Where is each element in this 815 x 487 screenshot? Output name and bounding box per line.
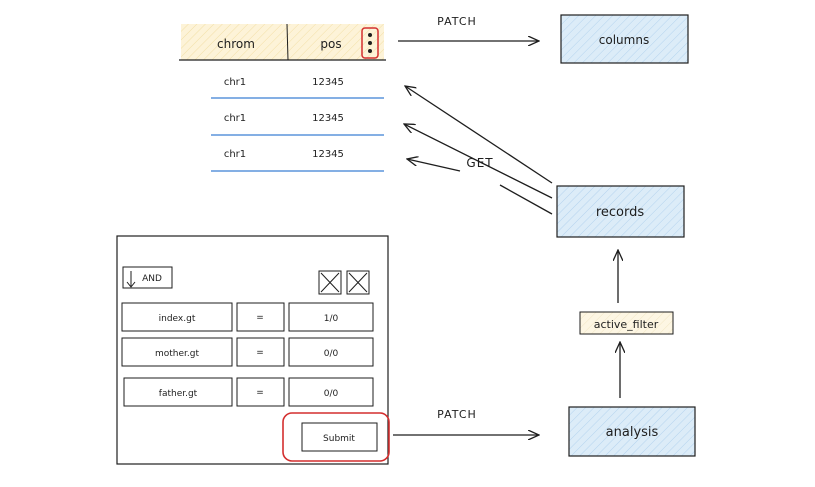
submit-button-label: Submit xyxy=(323,434,355,444)
table-header-divider xyxy=(286,23,289,61)
node-analysis-box xyxy=(568,406,696,457)
column-menu-button[interactable] xyxy=(361,27,379,59)
filter-field-value: mother.gt xyxy=(155,349,199,359)
logic-operator-label: AND xyxy=(142,274,162,284)
column-header-pos: pos xyxy=(320,37,341,51)
node-columns-box xyxy=(560,14,689,64)
filter-field-input[interactable] xyxy=(121,302,233,332)
logic-operator-box xyxy=(122,266,173,289)
filter-field-input[interactable] xyxy=(121,337,233,367)
table-row: chr1 12345 xyxy=(211,149,384,172)
node-records-label: records xyxy=(596,205,645,220)
logic-operator-select[interactable]: AND xyxy=(122,266,173,289)
filter-field-value: father.gt xyxy=(159,389,198,399)
submit-button-box xyxy=(301,422,378,452)
checkbox-1-box xyxy=(318,270,342,295)
table-header-background xyxy=(181,24,384,60)
filter-value-input[interactable] xyxy=(288,302,374,332)
table-cell-chrom: chr1 xyxy=(224,77,246,88)
filter-operator-value: = xyxy=(256,313,264,323)
filter-operator-value: = xyxy=(256,348,264,358)
filter-operator-select[interactable] xyxy=(236,337,285,367)
kebab-menu-icon xyxy=(368,33,372,37)
filter-value-text: 0/0 xyxy=(324,349,339,359)
filter-operator-select[interactable] xyxy=(236,302,285,332)
filter-field-value: index.gt xyxy=(159,314,196,324)
table-cell-pos: 12345 xyxy=(312,77,344,88)
checkbox-1[interactable] xyxy=(318,270,342,295)
filter-operator-select[interactable] xyxy=(236,377,285,407)
kebab-menu-icon-dot xyxy=(368,49,372,53)
filter-value-text: 1/0 xyxy=(324,314,339,324)
node-columns-label: columns xyxy=(599,33,649,47)
submit-button-highlight xyxy=(282,412,390,462)
checkbox-x-icon xyxy=(320,272,340,293)
edge-patch-columns-label: PATCH xyxy=(437,15,477,28)
checkbox-2[interactable] xyxy=(346,270,370,295)
edge-get-label: GET xyxy=(466,156,493,170)
node-analysis: analysis xyxy=(568,406,696,457)
column-menu-highlight xyxy=(361,27,379,59)
filter-panel: AND index.gt = 1/0 mother.gt = 0/0 xyxy=(116,235,390,465)
column-header-chrom: chrom xyxy=(217,37,255,51)
edge-get-arrow-row3-head xyxy=(407,159,461,172)
edge-get-rows: GET xyxy=(404,86,553,215)
kebab-menu-icon-dot xyxy=(368,41,372,45)
edge-get-arrow-row2 xyxy=(404,124,553,199)
filter-value-input[interactable] xyxy=(288,337,374,367)
edge-patch-analysis: PATCH xyxy=(393,408,539,435)
filter-operator-value: = xyxy=(256,388,264,398)
node-columns: columns xyxy=(560,14,689,64)
filter-row: index.gt = 1/0 xyxy=(121,302,374,332)
filter-field-input[interactable] xyxy=(123,377,233,407)
checkbox-x-icon xyxy=(348,272,368,293)
checkbox-2-box xyxy=(346,270,370,295)
filter-row: father.gt = 0/0 xyxy=(123,377,374,407)
table-cell-pos: 12345 xyxy=(312,113,344,124)
edge-get-arrow-row3-tail xyxy=(499,184,553,215)
table-cell-chrom: chr1 xyxy=(224,149,246,160)
filter-panel-frame xyxy=(116,235,389,465)
records-table: chrom pos chr1 12345 chr1 12345 chr1 123… xyxy=(179,23,386,172)
table-cell-pos: 12345 xyxy=(312,149,344,160)
table-cell-chrom: chr1 xyxy=(224,113,246,124)
node-analysis-label: analysis xyxy=(606,425,659,440)
node-records: records xyxy=(556,185,685,238)
table-row: chr1 12345 xyxy=(211,77,384,99)
node-active-filter-label: active_filter xyxy=(594,318,659,331)
node-active-filter-box xyxy=(579,311,674,335)
submit-button[interactable]: Submit xyxy=(282,412,390,462)
sort-down-arrow-icon-head xyxy=(126,281,136,288)
filter-value-input[interactable] xyxy=(288,377,374,407)
edge-patch-columns: PATCH xyxy=(398,15,539,41)
node-active-filter: active_filter xyxy=(579,311,674,335)
filter-value-text: 0/0 xyxy=(324,389,339,399)
node-records-box xyxy=(556,185,685,238)
filter-row: mother.gt = 0/0 xyxy=(121,337,374,367)
edge-patch-analysis-label: PATCH xyxy=(437,408,477,421)
table-row: chr1 12345 xyxy=(211,113,384,136)
edge-get-arrow-row1 xyxy=(405,86,553,184)
